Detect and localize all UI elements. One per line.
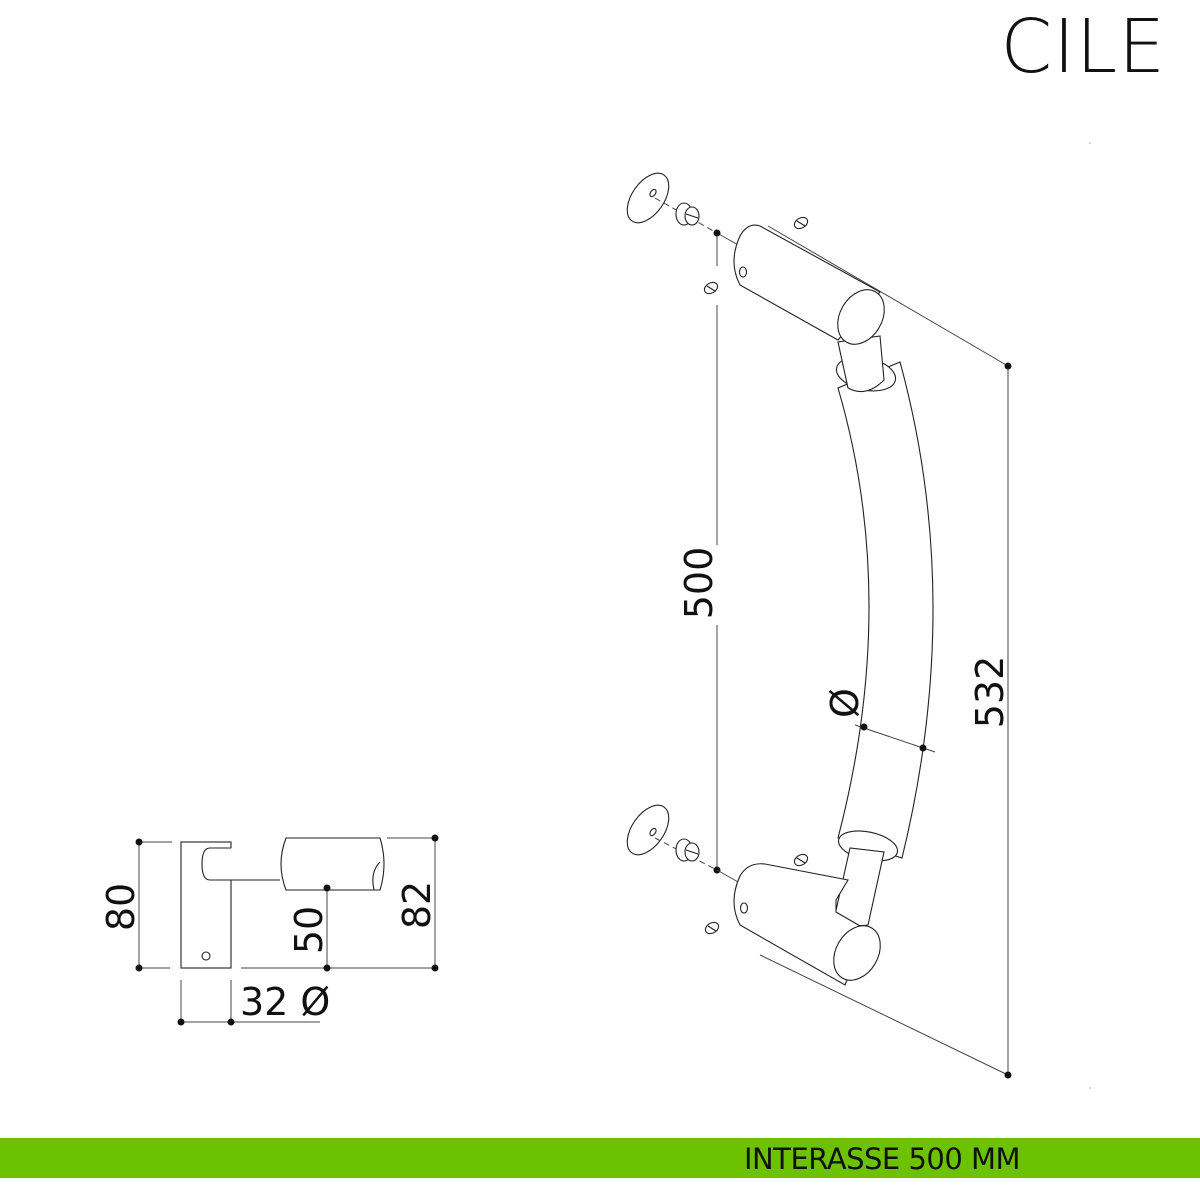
screw-top-1 xyxy=(793,216,809,230)
bottom-fitting xyxy=(675,838,700,862)
bottom-washer xyxy=(626,804,670,856)
dim-532: 532 xyxy=(968,656,1012,729)
wall-plate xyxy=(180,841,232,969)
top-stem xyxy=(837,335,885,393)
plate-hole xyxy=(201,951,211,961)
stem xyxy=(201,847,280,881)
screw-bottom-2 xyxy=(704,921,720,935)
screw-bottom-1 xyxy=(793,853,809,867)
top-post-end xyxy=(837,289,885,345)
dim-50: 50 xyxy=(287,906,331,954)
side-cylinder xyxy=(280,837,385,891)
dim-80: 80 xyxy=(99,883,143,931)
dim-500: 500 xyxy=(677,547,721,620)
handle-bar xyxy=(837,361,934,859)
bottom-post-end xyxy=(833,925,881,981)
top-washer xyxy=(626,172,670,224)
iso-view: 500 532 Ø xyxy=(626,172,1012,1079)
dim-82: 82 xyxy=(395,881,439,929)
footer-bar: INTERASSE 500 MM xyxy=(0,1138,1200,1178)
corner-marks xyxy=(1089,142,1091,1089)
diameter-label: Ø xyxy=(823,688,867,718)
side-view: 80 50 82 32 Ø xyxy=(99,834,439,1026)
top-fitting xyxy=(675,202,700,226)
dim-32-diameter: 32 Ø xyxy=(240,980,330,1024)
brand-title: CILE xyxy=(1000,4,1166,90)
screw-top-2 xyxy=(703,281,719,295)
footer-label: INTERASSE 500 MM xyxy=(744,1142,1021,1176)
